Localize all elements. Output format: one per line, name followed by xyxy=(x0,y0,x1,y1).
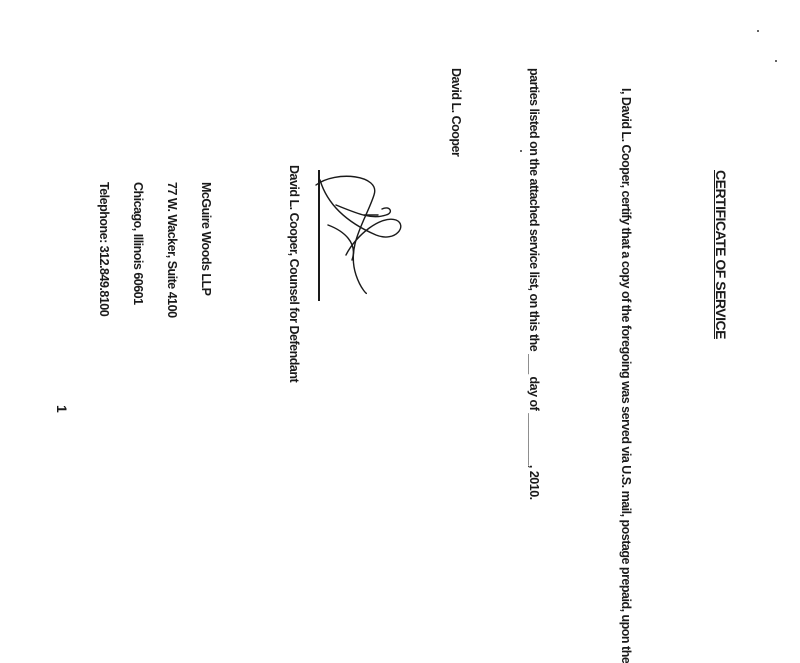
address-line-1: McGuire Woods LLP xyxy=(199,182,213,296)
address-line-2: 77 W. Wacker, Suite 4100 xyxy=(165,182,179,318)
signature-stroke-3 xyxy=(335,204,392,218)
page-mark: 1 xyxy=(54,405,70,413)
scan-speck xyxy=(775,60,777,62)
signature-stroke-1 xyxy=(315,175,376,295)
certificate-closing: David L. Cooper xyxy=(449,68,463,157)
scan-speck xyxy=(520,150,522,152)
signature-stroke-4 xyxy=(327,224,355,261)
address-line-4: Telephone: 312.849.8100 xyxy=(97,182,111,317)
handwritten-signature xyxy=(315,175,402,295)
address-line-3: Chicago, Illinois 60601 xyxy=(131,182,145,305)
certificate-heading: CERTIFICATE OF SERVICE xyxy=(713,170,729,339)
signature-stroke-2 xyxy=(319,179,402,256)
certificate-body-line-1: I, David L. Cooper, certify that a copy … xyxy=(619,88,633,663)
signature-name: David L. Cooper, Counsel for Defendant xyxy=(287,165,301,383)
scan-speck xyxy=(757,30,759,32)
certificate-body-line-2: parties listed on the attached service l… xyxy=(527,68,541,500)
signature-line xyxy=(318,170,320,301)
